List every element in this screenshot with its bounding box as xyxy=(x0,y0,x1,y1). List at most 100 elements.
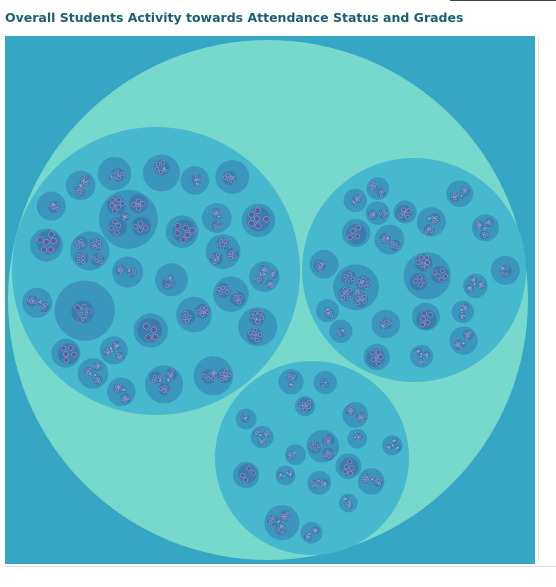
leaf-circle[interactable] xyxy=(383,215,387,218)
subgroup-circle[interactable] xyxy=(70,231,110,271)
leaf-circle[interactable] xyxy=(388,448,391,450)
leaf-circle[interactable] xyxy=(475,224,479,227)
leaf-circle[interactable] xyxy=(299,405,304,410)
leaf-circle[interactable] xyxy=(286,511,290,516)
leaf-circle[interactable] xyxy=(369,215,372,219)
cluster-circle[interactable] xyxy=(131,216,151,236)
leaf-circle[interactable] xyxy=(421,278,427,283)
leaf-circle[interactable] xyxy=(370,349,376,355)
leaf-circle[interactable] xyxy=(500,271,504,275)
leaf-circle[interactable] xyxy=(202,373,207,378)
leaf-circle[interactable] xyxy=(349,405,353,409)
leaf-circle[interactable] xyxy=(80,184,82,187)
leaf-circle[interactable] xyxy=(314,447,318,451)
leaf-circle[interactable] xyxy=(306,405,311,409)
leaf-circle[interactable] xyxy=(341,295,346,300)
leaf-circle[interactable] xyxy=(183,310,188,315)
leaf-circle[interactable] xyxy=(194,174,198,178)
leaf-circle[interactable] xyxy=(243,477,249,483)
leaf-circle[interactable] xyxy=(232,176,235,179)
leaf-circle[interactable] xyxy=(254,277,258,281)
leaf-circle[interactable] xyxy=(123,216,126,219)
leaf-circle[interactable] xyxy=(213,258,216,261)
leaf-circle[interactable] xyxy=(311,481,314,484)
leaf-circle[interactable] xyxy=(397,447,399,449)
leaf-circle[interactable] xyxy=(232,249,237,253)
leaf-circle[interactable] xyxy=(459,346,462,349)
leaf-circle[interactable] xyxy=(425,354,428,356)
cluster-circle[interactable] xyxy=(237,464,257,484)
leaf-circle[interactable] xyxy=(318,268,323,272)
leaf-circle[interactable] xyxy=(143,323,150,330)
leaf-circle[interactable] xyxy=(460,309,463,311)
leaf-circle[interactable] xyxy=(236,299,239,302)
cluster-circle[interactable] xyxy=(341,270,356,285)
leaf-circle[interactable] xyxy=(264,432,267,435)
leaf-circle[interactable] xyxy=(206,376,211,381)
leaf-circle[interactable] xyxy=(198,178,202,182)
leaf-circle[interactable] xyxy=(452,195,455,198)
leaf-circle[interactable] xyxy=(417,274,422,280)
leaf-circle[interactable] xyxy=(53,203,55,205)
leaf-circle[interactable] xyxy=(170,369,174,373)
leaf-circle[interactable] xyxy=(135,198,141,204)
leaf-circle[interactable] xyxy=(96,364,99,367)
leaf-circle[interactable] xyxy=(276,521,279,524)
leaf-circle[interactable] xyxy=(187,315,192,320)
leaf-circle[interactable] xyxy=(457,343,459,345)
subgroup-circle[interactable] xyxy=(449,326,478,355)
leaf-circle[interactable] xyxy=(47,246,54,253)
leaf-circle[interactable] xyxy=(423,354,426,357)
leaf-circle[interactable] xyxy=(219,377,224,382)
leaf-circle[interactable] xyxy=(357,438,360,441)
leaf-circle[interactable] xyxy=(356,279,361,284)
leaf-circle[interactable] xyxy=(81,251,86,256)
leaf-circle[interactable] xyxy=(113,343,117,346)
leaf-circle[interactable] xyxy=(435,273,441,279)
leaf-circle[interactable] xyxy=(378,354,384,360)
leaf-circle[interactable] xyxy=(95,258,100,263)
leaf-circle[interactable] xyxy=(213,224,217,227)
leaf-circle[interactable] xyxy=(364,478,367,480)
leaf-circle[interactable] xyxy=(466,333,469,336)
leaf-circle[interactable] xyxy=(350,409,353,412)
leaf-circle[interactable] xyxy=(421,360,424,363)
leaf-circle[interactable] xyxy=(63,357,69,363)
leaf-circle[interactable] xyxy=(80,190,84,194)
leaf-circle[interactable] xyxy=(87,179,91,183)
leaf-circle[interactable] xyxy=(464,306,466,308)
leaf-circle[interactable] xyxy=(152,333,159,341)
leaf-circle[interactable] xyxy=(415,351,418,354)
leaf-circle[interactable] xyxy=(210,371,214,374)
leaf-circle[interactable] xyxy=(369,184,372,187)
leaf-circle[interactable] xyxy=(315,484,319,488)
leaf-circle[interactable] xyxy=(349,503,351,505)
leaf-circle[interactable] xyxy=(382,326,385,329)
leaf-circle[interactable] xyxy=(117,343,121,347)
leaf-circle[interactable] xyxy=(291,376,294,379)
leaf-circle[interactable] xyxy=(361,298,364,301)
leaf-circle[interactable] xyxy=(401,207,406,212)
leaf-circle[interactable] xyxy=(76,244,80,249)
leaf-circle[interactable] xyxy=(380,324,383,326)
leaf-circle[interactable] xyxy=(169,282,174,287)
leaf-circle[interactable] xyxy=(215,227,219,230)
leaf-circle[interactable] xyxy=(455,194,459,197)
leaf-circle[interactable] xyxy=(362,299,367,304)
leaf-circle[interactable] xyxy=(324,381,326,383)
leaf-circle[interactable] xyxy=(383,212,386,214)
leaf-circle[interactable] xyxy=(122,214,125,217)
leaf-circle[interactable] xyxy=(478,285,482,289)
leaf-circle[interactable] xyxy=(341,330,343,332)
leaf-circle[interactable] xyxy=(212,260,217,264)
leaf-circle[interactable] xyxy=(488,222,490,224)
leaf-circle[interactable] xyxy=(79,311,83,315)
leaf-circle[interactable] xyxy=(90,242,95,246)
leaf-circle[interactable] xyxy=(110,178,113,181)
leaf-circle[interactable] xyxy=(327,454,331,458)
leaf-circle[interactable] xyxy=(347,234,353,240)
leaf-circle[interactable] xyxy=(116,344,118,346)
leaf-circle[interactable] xyxy=(260,267,264,270)
leaf-circle[interactable] xyxy=(26,298,30,302)
leaf-circle[interactable] xyxy=(354,436,356,438)
